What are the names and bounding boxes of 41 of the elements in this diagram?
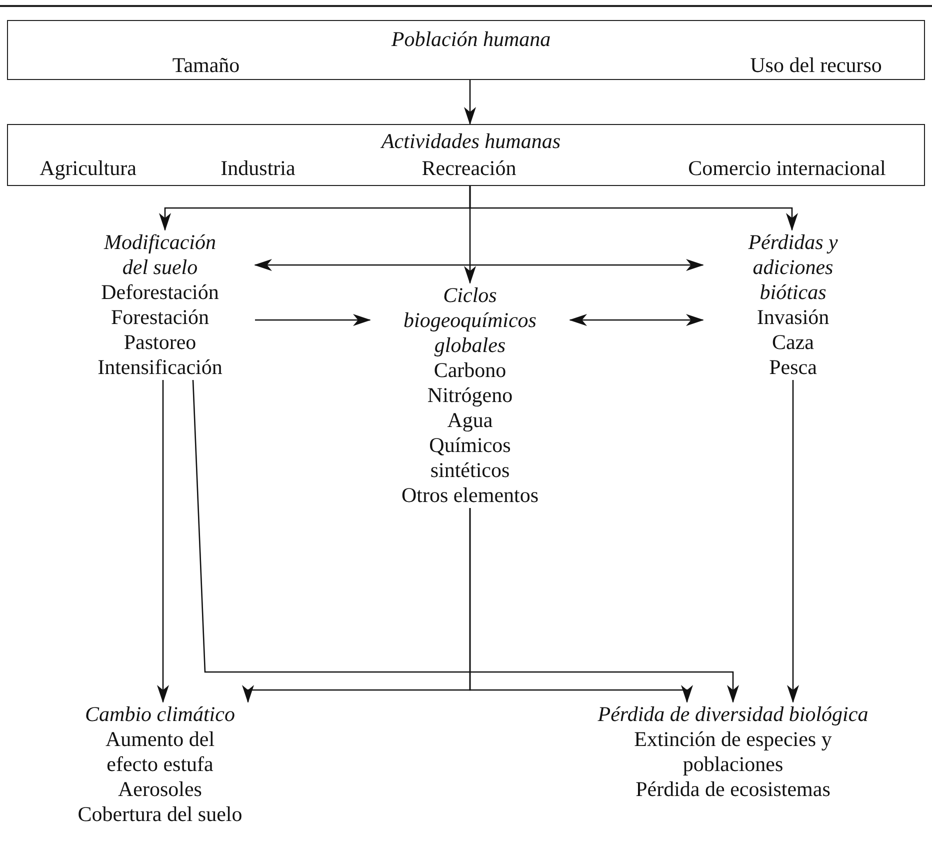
node-item: Cobertura del suelo — [78, 802, 242, 827]
box-item: Recreación — [422, 156, 516, 180]
node-item: Extinción de especies y poblaciones — [633, 727, 833, 777]
node-heading: Cambio climático — [85, 702, 235, 727]
node-heading: Pérdida de diversidad biológica — [598, 702, 868, 727]
node-item: Pesca — [769, 355, 817, 380]
arrow — [464, 80, 476, 125]
node-item: Invasión — [756, 305, 830, 330]
node-item: Pastoreo — [124, 330, 196, 355]
node-item: Químicos sintéticos — [428, 433, 512, 483]
node-item: Aumento del efecto estufa — [104, 727, 216, 777]
node-item: Nitrógeno — [427, 383, 513, 408]
arrow — [469, 186, 798, 231]
box-item: Comercio internacional — [688, 156, 886, 180]
box-heading: Población humana — [391, 27, 551, 51]
arrow — [469, 508, 693, 703]
box-heading: Actividades humanas — [381, 129, 561, 153]
process-box — [7, 20, 925, 80]
node-item: Agua — [447, 408, 493, 433]
node-item: Intensificación — [98, 355, 222, 380]
node-item: Deforestación — [101, 280, 219, 305]
node-item: Aerosoles — [118, 777, 202, 802]
node-heading: Ciclos biogeoquímicos globales — [402, 283, 538, 358]
arrow — [787, 380, 799, 703]
node-item: Otros elementos — [401, 483, 539, 508]
node-item: Carbono — [434, 358, 506, 383]
node-item: Caza — [772, 330, 814, 355]
box-item: Industria — [220, 156, 296, 180]
arrow — [157, 380, 169, 703]
node-heading: Pérdidas y adiciones bióticas — [747, 230, 839, 305]
node-heading: Modificación del suelo — [102, 230, 217, 280]
arrow — [255, 314, 371, 326]
node-item: Pérdida de ecosistemas — [636, 777, 830, 802]
process-box — [7, 124, 925, 186]
node-item: Forestación — [111, 305, 209, 330]
box-item: Tamaño — [172, 53, 240, 77]
box-item: Uso del recurso — [750, 53, 882, 77]
arrow — [254, 259, 704, 271]
box-item: Agricultura — [40, 156, 136, 180]
arrow — [569, 314, 704, 326]
arrow — [192, 380, 739, 703]
